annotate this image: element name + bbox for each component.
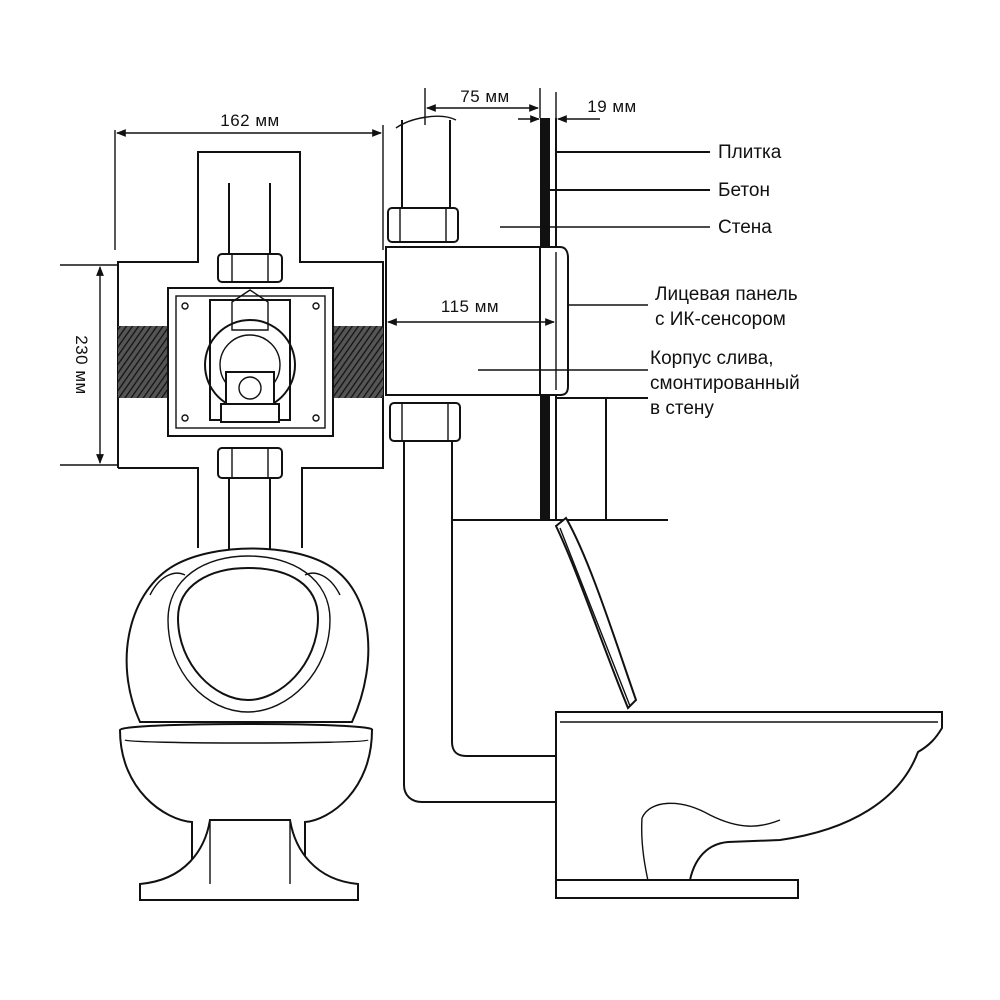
dimension-230: 230 мм bbox=[60, 264, 118, 466]
outlet-pipe-nut bbox=[389, 402, 461, 442]
dimension-115-text: 115 мм bbox=[441, 297, 499, 316]
labels: Плитка Бетон Стена Лицевая панель с ИК-с… bbox=[650, 142, 800, 419]
side-view: 75 мм 19 мм 115 мм bbox=[385, 87, 943, 899]
concrete-hatch-right bbox=[333, 326, 383, 398]
label-concrete: Бетон bbox=[718, 180, 770, 201]
toilet-lid-front bbox=[125, 547, 370, 723]
dimension-19-text: 19 мм bbox=[587, 97, 637, 116]
supply-pipe-nut bbox=[387, 207, 459, 243]
label-body-line2: смонтированный bbox=[650, 373, 800, 394]
toilet-bowl-front bbox=[118, 723, 374, 881]
toilet-side-view bbox=[555, 711, 943, 899]
label-tile: Плитка bbox=[718, 142, 782, 163]
toilet-bowl-side bbox=[555, 711, 943, 896]
bottom-pipe-nut bbox=[217, 447, 283, 479]
toilet-front-view bbox=[118, 547, 374, 901]
dimension-75: 75 мм bbox=[424, 87, 541, 125]
toilet-seat-opening bbox=[176, 566, 320, 702]
label-panel-line1: Лицевая панель bbox=[655, 284, 798, 305]
label-body-line3: в стену bbox=[650, 398, 714, 419]
label-panel-line2: с ИК-сенсором bbox=[655, 309, 786, 330]
dimension-19: 19 мм bbox=[518, 92, 637, 125]
concrete-hatch-left bbox=[118, 326, 168, 398]
wall-opening-outline bbox=[117, 151, 384, 548]
dimension-75-text: 75 мм bbox=[460, 87, 510, 106]
flush-pipe bbox=[403, 441, 556, 803]
dimension-162: 162 мм bbox=[114, 111, 384, 250]
dimension-162-text: 162 мм bbox=[220, 111, 279, 130]
dimension-230-text: 230 мм bbox=[72, 335, 91, 394]
toilet-base-side bbox=[555, 879, 799, 899]
front-view: 162 мм 230 мм bbox=[60, 111, 384, 901]
top-pipe-nut bbox=[217, 253, 283, 283]
front-panel-ir-sensor bbox=[539, 246, 569, 396]
label-body-line1: Корпус слива, bbox=[650, 348, 773, 369]
toilet-lid-side bbox=[554, 516, 638, 710]
label-wall: Стена bbox=[718, 217, 772, 238]
dimension-115: 115 мм bbox=[387, 297, 555, 326]
flush-valve-housing bbox=[385, 246, 543, 396]
